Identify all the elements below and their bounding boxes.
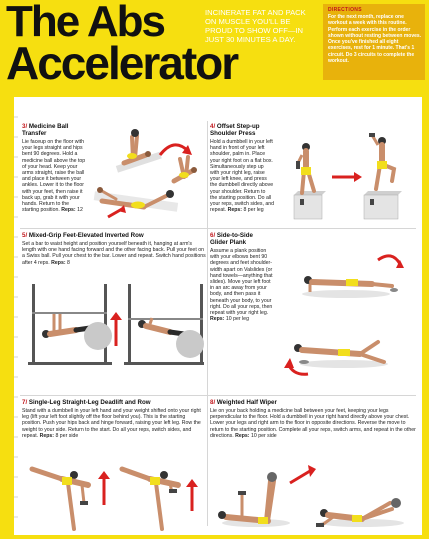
divider (20, 395, 416, 396)
tagline: INCINERATE FAT AND PACK ON MUSCLE YOU'LL… (205, 8, 306, 44)
exercise-3-description: Lie faceup on the floor with your legs s… (22, 139, 86, 214)
exercise-3-number: 3/ (22, 123, 28, 130)
exercise-3-name-1: Medicine Ball (28, 123, 69, 130)
exercise-3-title: 3/ Medicine Ball Transfer (22, 123, 68, 137)
exercise-8-title: 8/ Weighted Half Wiper (210, 399, 277, 406)
exercise-3-illustration (93, 129, 197, 219)
directions-text: For the next month, replace one workout … (328, 14, 422, 65)
exercise-7: 7/ Single-Leg Straight-Leg Deadlift and … (22, 399, 206, 531)
exercise-6-title: 6/ Side-to-Side Glider Plank (210, 232, 253, 246)
exercise-5-title: 5/ Mixed-Grip Feet-Elevated Inverted Row (22, 232, 144, 239)
exercise-4: 4/ Offset Step-up Shoulder Press Hold a … (210, 123, 418, 227)
exercise-5-name-1: Mixed-Grip Feet-Elevated Inverted Row (28, 232, 144, 239)
divider (207, 121, 208, 526)
title-line-1: The Abs (6, 0, 166, 46)
exercise-7-title: 7/ Single-Leg Straight-Leg Deadlift and … (22, 399, 151, 406)
exercise-4-title: 4/ Offset Step-up Shoulder Press (210, 123, 260, 137)
exercise-8-name-1: Weighted Half Wiper (216, 399, 277, 406)
exercise-5-number: 5/ (22, 232, 28, 239)
exercise-8-number: 8/ (210, 399, 216, 406)
exercise-6: 6/ Side-to-Side Glider Plank Assume a pl… (210, 232, 418, 392)
exercise-4-name-1: Offset Step-up (216, 123, 260, 130)
exercise-5-description: Set a bar to waist height and position y… (22, 241, 206, 266)
exercise-6-name-1: Side-to-Side (216, 232, 254, 239)
directions-label: DIRECTIONS (328, 7, 362, 13)
title-line-2: Accelerator (6, 37, 239, 89)
exercise-7-name-1: Single-Leg Straight-Leg Deadlift and Row (28, 399, 151, 406)
workout-panel: 3/ Medicine Ball Transfer Lie faceup on … (14, 97, 422, 535)
exercise-7-illustration (29, 466, 198, 531)
exercise-4-number: 4/ (210, 123, 216, 130)
exercise-4-name-2: Shoulder Press (210, 130, 256, 137)
exercise-3: 3/ Medicine Ball Transfer Lie faceup on … (22, 123, 206, 227)
exercise-4-description: Hold a dumbbell in your left hand in fro… (210, 139, 275, 214)
exercise-8: 8/ Weighted Half Wiper Lie on your back … (210, 399, 418, 531)
exercise-3-name-2: Transfer (22, 130, 47, 137)
divider (20, 228, 416, 229)
exercise-5: 5/ Mixed-Grip Feet-Elevated Inverted Row… (22, 232, 206, 392)
exercise-6-description: Assume a plank position with your elbows… (210, 248, 273, 323)
directions-box: DIRECTIONS For the next month, replace o… (323, 4, 425, 80)
exercise-4-illustration (293, 133, 402, 220)
exercise-7-description: Stand with a dumbbell in your left hand … (22, 408, 201, 439)
exercise-6-illustration (284, 254, 404, 376)
exercise-5-illustration (28, 284, 204, 365)
page-edge-ticks (14, 116, 18, 518)
exercise-8-illustration (218, 465, 404, 527)
exercise-8-description: Lie on your back holding a medicine ball… (210, 408, 416, 439)
exercise-7-number: 7/ (22, 399, 28, 406)
exercise-6-number: 6/ (210, 232, 216, 239)
exercise-6-name-2: Glider Plank (210, 239, 247, 246)
